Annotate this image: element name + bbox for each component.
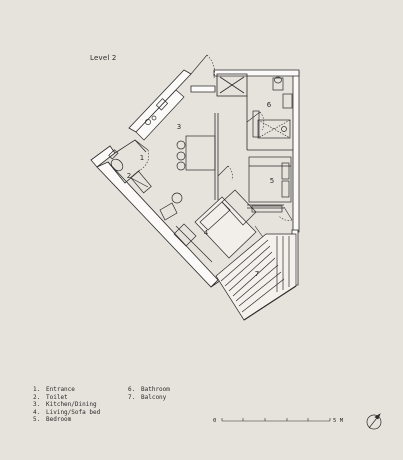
hob-icon <box>145 119 151 125</box>
doors <box>134 54 293 241</box>
legend-item: 1.Entrance <box>33 386 75 393</box>
legend-column-1: 1.Entrance 2.Toilet 3.Kitchen/Dining 4.L… <box>33 386 100 424</box>
balcony-door <box>283 206 293 221</box>
living-furniture <box>159 189 257 263</box>
balcony <box>215 233 297 321</box>
legend-item: 3.Kitchen/Dining <box>33 401 97 409</box>
bathroom-fixtures <box>252 76 293 139</box>
toilet-bowl-icon <box>110 158 124 172</box>
room-number-6: 6 <box>267 101 272 109</box>
towel-rail-icon <box>282 93 293 109</box>
dining-table <box>185 135 216 171</box>
room-number-4: 4 <box>204 229 209 237</box>
stool-icon <box>176 161 186 171</box>
pillow-icon <box>281 162 290 180</box>
north-arrow-icon <box>366 413 382 430</box>
lamp-icon <box>171 192 183 204</box>
stair-storage-block <box>216 73 248 97</box>
bedroom-door <box>217 165 229 177</box>
double-bed <box>248 156 292 203</box>
wardrobe <box>251 205 283 213</box>
legend-column-2: 6.Bathroom 7.Balcony <box>128 386 170 401</box>
scale-start-label: 0 <box>213 418 217 424</box>
level-title: Level 2 <box>90 54 117 62</box>
vanity-icon <box>252 110 260 138</box>
toilet-door <box>134 139 149 151</box>
room-number-3: 3 <box>177 123 181 131</box>
scale-end-label: 5 M <box>333 418 344 424</box>
legend-item: 7.Balcony <box>128 393 167 401</box>
stool-icon <box>176 151 186 161</box>
room-number-2: 2 <box>127 172 131 180</box>
entrance-door <box>190 54 208 75</box>
wash-basin-icon <box>130 170 152 194</box>
bathroom-door <box>246 111 261 123</box>
legend-item: 4.Living/Sofa bed <box>33 408 101 416</box>
room-number-1: 1 <box>140 154 144 162</box>
stool-icon <box>176 140 186 150</box>
coffee-table <box>173 223 197 247</box>
room-number-5: 5 <box>270 177 274 185</box>
bath-toilet-icon <box>272 77 284 91</box>
shower-tray <box>257 119 291 139</box>
armchair-icon <box>159 202 178 221</box>
legend-item: 2.Toilet <box>33 393 68 401</box>
scale-bar <box>221 418 331 422</box>
shower-drain-icon <box>281 126 287 132</box>
toilet-fixture <box>108 149 152 194</box>
dining-set <box>176 135 216 171</box>
sink-icon <box>155 98 169 111</box>
legend-item: 6.Bathroom <box>128 386 170 393</box>
legend-item: 5.Bedroom <box>33 416 72 424</box>
kitchen-counter <box>135 89 185 141</box>
bedroom-furniture <box>248 156 292 213</box>
room-number-7: 7 <box>255 270 259 278</box>
pillow-icon <box>281 180 290 198</box>
